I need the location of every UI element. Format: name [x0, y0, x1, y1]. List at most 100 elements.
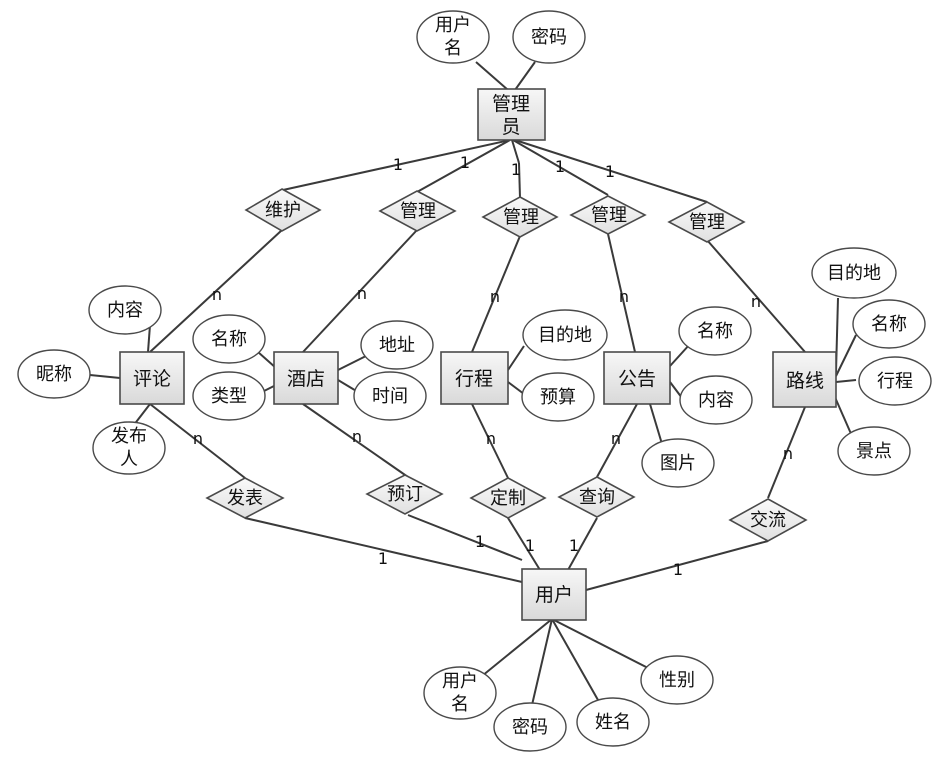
- attr-comment-nickname: 昵称: [17, 349, 91, 399]
- rel-customize: 定制: [469, 477, 547, 519]
- card-admin-manage-route: 1: [605, 162, 615, 181]
- card-admin-maintain: 1: [393, 155, 403, 174]
- attr-itinerary-budget: 预算: [521, 372, 595, 422]
- svg-text:管理: 管理: [591, 205, 627, 226]
- entity-user: 用户: [521, 568, 587, 621]
- svg-text:地址: 地址: [379, 335, 415, 356]
- svg-text:管理: 管理: [400, 201, 436, 222]
- card-itinerary-customize: n: [486, 429, 496, 448]
- entity-admin: 管理 员: [477, 88, 546, 141]
- svg-text:目的地: 目的地: [827, 263, 881, 284]
- attr-hotel-address: 地址: [360, 320, 434, 370]
- rel-query: 查询: [557, 476, 636, 518]
- svg-text:用户: 用户: [442, 671, 478, 692]
- svg-text:预算: 预算: [540, 387, 576, 408]
- card-admin-manage-itinerary: 1: [511, 160, 521, 179]
- attr-notice-image: 图片: [641, 438, 715, 488]
- svg-text:管理: 管理: [689, 212, 725, 233]
- attr-route-scenic: 景点: [837, 426, 911, 476]
- card-customize-user: 1: [525, 536, 535, 555]
- svg-text:用户: 用户: [535, 584, 573, 606]
- svg-text:行程: 行程: [877, 371, 913, 392]
- card-exchange-user: 1: [673, 560, 683, 579]
- card-hotel-book: n: [352, 427, 362, 446]
- attr-hotel-type: 类型: [192, 371, 266, 421]
- attr-user-gender: 性别: [640, 655, 714, 705]
- svg-text:内容: 内容: [698, 390, 734, 411]
- entity-notice: 公告: [603, 351, 671, 405]
- card-manage-route: n: [751, 292, 761, 311]
- card-manage-notice: n: [619, 287, 629, 306]
- entity-route: 路线: [772, 351, 837, 408]
- attr-hotel-name: 名称: [192, 314, 266, 364]
- svg-text:发表: 发表: [227, 488, 263, 509]
- svg-text:管理: 管理: [503, 207, 539, 228]
- svg-text:行程: 行程: [455, 368, 493, 390]
- card-route-exchange: n: [783, 444, 793, 463]
- svg-text:目的地: 目的地: [538, 325, 592, 346]
- attr-user-password: 密码: [493, 702, 567, 752]
- svg-text:查询: 查询: [579, 487, 615, 508]
- svg-text:图片: 图片: [660, 453, 696, 474]
- attr-route-name: 名称: [852, 299, 926, 349]
- svg-text:管理: 管理: [492, 93, 530, 115]
- attr-route-itinerary: 行程: [858, 356, 932, 406]
- svg-text:评论: 评论: [133, 368, 171, 390]
- connector-lines: [89, 61, 857, 706]
- entity-hotel: 酒店: [273, 351, 339, 405]
- svg-text:内容: 内容: [107, 300, 143, 321]
- rel-publish: 发表: [205, 477, 285, 519]
- svg-text:名称: 名称: [697, 321, 733, 342]
- svg-text:密码: 密码: [512, 717, 548, 738]
- svg-text:维护: 维护: [265, 200, 301, 221]
- svg-text:预订: 预订: [387, 484, 423, 505]
- svg-text:发布: 发布: [111, 426, 147, 447]
- attr-user-username: 用户 名: [423, 666, 497, 720]
- entity-comment: 评论: [119, 351, 185, 405]
- svg-text:名: 名: [444, 38, 462, 59]
- card-maintain-comment: n: [212, 285, 222, 304]
- svg-text:类型: 类型: [211, 386, 247, 407]
- svg-text:员: 员: [501, 116, 520, 138]
- svg-text:景点: 景点: [856, 441, 892, 462]
- attr-notice-name: 名称: [678, 306, 752, 356]
- attr-user-name: 姓名: [576, 697, 650, 747]
- attr-notice-content: 内容: [679, 375, 753, 425]
- svg-text:定制: 定制: [490, 488, 526, 509]
- card-book-user: 1: [475, 532, 485, 551]
- svg-text:酒店: 酒店: [287, 368, 325, 390]
- svg-text:用户: 用户: [435, 15, 471, 36]
- rel-manage-itinerary: 管理: [481, 196, 559, 238]
- svg-text:交流: 交流: [750, 510, 786, 531]
- svg-text:名称: 名称: [211, 329, 247, 350]
- rel-maintain: 维护: [244, 188, 322, 232]
- cardinality-labels: 1 1 1 1 1 n n n n n n n n n n 1 1 1 1 1: [193, 153, 793, 579]
- attr-comment-publisher: 发布 人: [92, 421, 166, 475]
- card-comment-publish: n: [193, 429, 203, 448]
- svg-text:名: 名: [451, 694, 469, 715]
- svg-text:路线: 路线: [786, 370, 824, 392]
- svg-text:名称: 名称: [871, 314, 907, 335]
- svg-text:姓名: 姓名: [595, 712, 631, 733]
- attr-hotel-time: 时间: [353, 371, 427, 421]
- card-admin-manage-notice: 1: [555, 157, 565, 176]
- svg-text:密码: 密码: [531, 27, 567, 48]
- svg-text:公告: 公告: [618, 368, 656, 390]
- entities: 管理 员 评论 酒店 行程 公告 路线 用户: [119, 88, 837, 621]
- attr-admin-password: 密码: [512, 10, 586, 64]
- card-admin-manage-hotel: 1: [460, 153, 470, 172]
- rel-exchange: 交流: [728, 498, 808, 542]
- rel-book: 预订: [365, 474, 444, 515]
- card-publish-user: 1: [378, 549, 388, 568]
- rel-manage-route: 管理: [667, 201, 746, 243]
- svg-text:时间: 时间: [372, 386, 408, 407]
- entity-itinerary: 行程: [440, 351, 509, 405]
- card-query-user: 1: [569, 536, 579, 555]
- relationships: 维护 管理 管理 管理 管理 发表 预订 定制: [205, 188, 808, 542]
- attr-comment-content: 内容: [88, 285, 162, 335]
- svg-text:昵称: 昵称: [36, 364, 72, 385]
- card-manage-hotel: n: [357, 284, 367, 303]
- rel-manage-notice: 管理: [569, 195, 647, 235]
- attr-admin-username: 用户 名: [416, 10, 490, 64]
